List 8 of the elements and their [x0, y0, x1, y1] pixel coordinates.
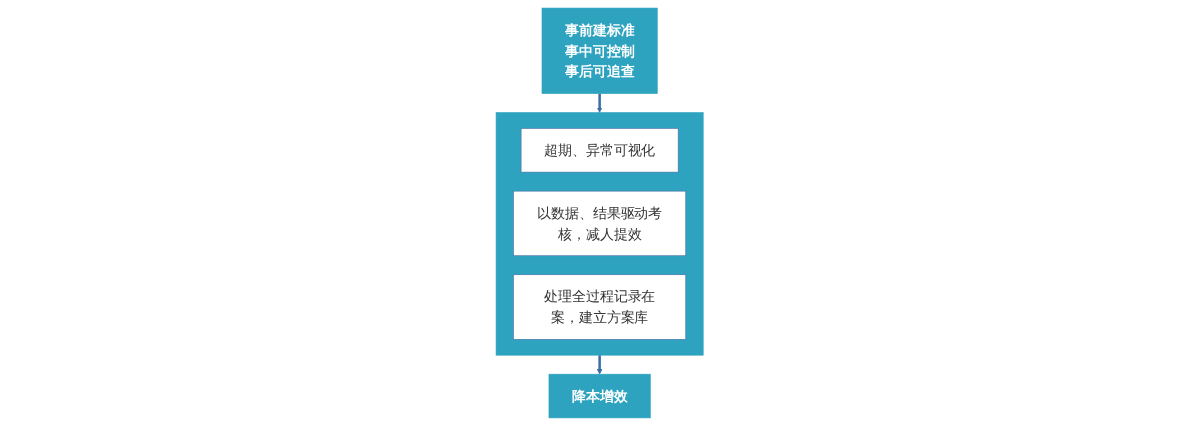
- arrow: [597, 93, 603, 113]
- node-box: 事前建标准 事中可控制 事后可追查: [542, 7, 658, 94]
- node-box: 降本增效: [549, 373, 651, 419]
- node-box: 处理全过程记录在案，建立方案库: [513, 274, 687, 340]
- cluster: [496, 112, 704, 356]
- node-box: 以数据、结果驱动考核，减人提效: [513, 190, 687, 257]
- arrow: [597, 355, 603, 375]
- node-box: 超期、异常可视化: [521, 128, 679, 173]
